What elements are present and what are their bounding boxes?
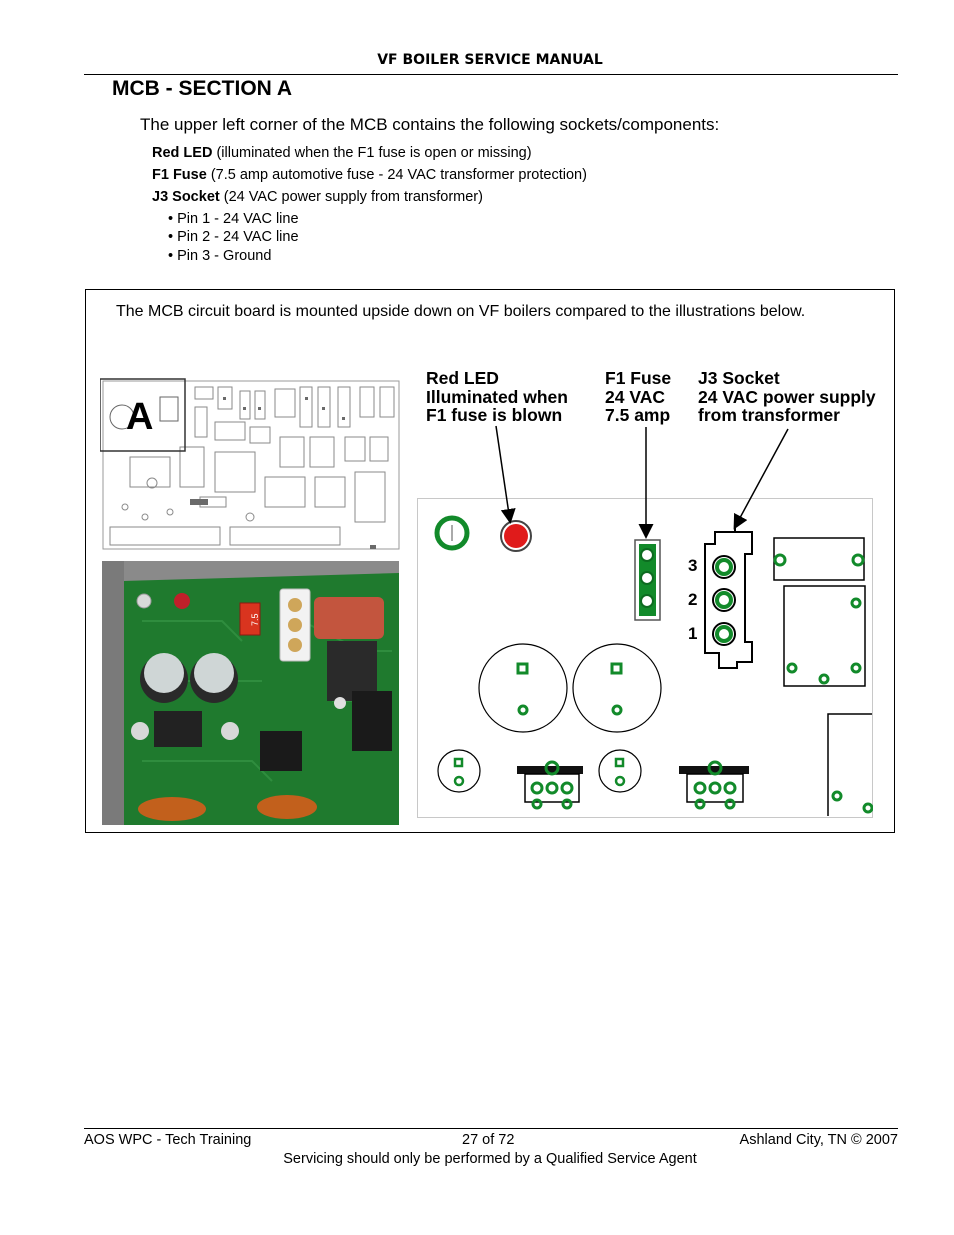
- pin-item-2: • Pin 2 - 24 VAC line: [168, 229, 299, 245]
- callout-line: F1 fuse is blown: [426, 405, 563, 425]
- component-desc: (24 VAC power supply from transformer): [219, 189, 483, 205]
- component-f1-fuse: F1 Fuse (7.5 amp automotive fuse - 24 VA…: [152, 167, 587, 183]
- callout-line: F1 Fuse: [605, 368, 672, 388]
- footer-right: Ashland City, TN © 2007: [739, 1132, 898, 1148]
- pin-number-2: 2: [688, 590, 698, 609]
- callout-line: Red LED: [426, 368, 499, 388]
- component-red-led: Red LED (illuminated when the F1 fuse is…: [152, 145, 532, 161]
- callout-line: 24 VAC: [605, 386, 665, 407]
- callout-line: J3 Socket: [698, 368, 780, 388]
- figure-note: The MCB circuit board is mounted upside …: [116, 303, 806, 320]
- footer-left: AOS WPC - Tech Training: [84, 1132, 252, 1148]
- pin-number-1: 1: [688, 624, 698, 643]
- callout-line: from transformer: [698, 405, 840, 425]
- component-name: Red LED: [152, 145, 213, 161]
- f1-fuse-icon: [634, 539, 661, 621]
- component-desc: (7.5 amp automotive fuse - 24 VAC transf…: [206, 167, 587, 183]
- figure-box: [85, 289, 895, 833]
- page-number: 27 of 72: [462, 1132, 515, 1148]
- red-led-icon: [504, 524, 528, 548]
- component-name: J3 Socket: [152, 189, 220, 205]
- fuse-value-label: 7.5: [250, 613, 260, 626]
- callout-line: Illuminated when: [426, 386, 568, 407]
- section-marker: A: [126, 396, 153, 438]
- pin-item-3: • Pin 3 - Ground: [168, 248, 272, 264]
- callout-line: 24 VAC power supply: [698, 386, 876, 407]
- board-schematic-image: A: [100, 378, 400, 550]
- board-photo-image: 7.5: [102, 561, 399, 825]
- board-detail-diagram: [417, 498, 873, 818]
- callout-red-led: Red LED Illuminated when F1 fuse is blow…: [426, 369, 568, 425]
- callout-j3-socket: J3 Socket 24 VAC power supply from trans…: [698, 369, 876, 425]
- intro-text: The upper left corner of the MCB contain…: [140, 115, 720, 134]
- header-rule: [84, 74, 898, 75]
- callout-line: 7.5 amp: [605, 405, 671, 425]
- component-j3-socket: J3 Socket (24 VAC power supply from tran…: [152, 189, 483, 205]
- section-title: MCB - SECTION A: [112, 77, 293, 100]
- manual-title: VF BOILER SERVICE MANUAL: [377, 52, 603, 68]
- pin-item-1: • Pin 1 - 24 VAC line: [168, 211, 299, 227]
- pin-number-3: 3: [688, 556, 698, 575]
- footer-rule: [84, 1128, 898, 1129]
- footer-note: Servicing should only be performed by a …: [283, 1151, 697, 1167]
- callout-f1-fuse: F1 Fuse 24 VAC 7.5 amp: [605, 369, 671, 425]
- component-name: F1 Fuse: [152, 167, 207, 183]
- component-desc: (illuminated when the F1 fuse is open or…: [212, 145, 532, 161]
- mounting-hole: [434, 515, 470, 551]
